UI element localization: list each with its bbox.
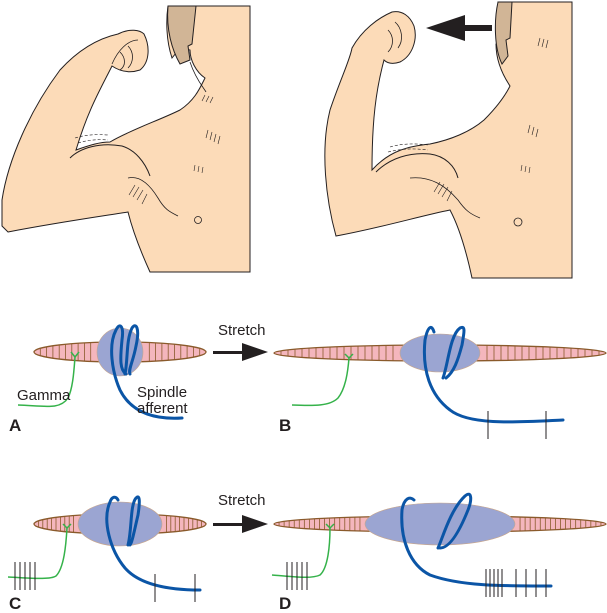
stretch-label: Stretch [218, 492, 266, 509]
spindle-capsule [77, 501, 163, 547]
spindle-afferent-fiber [105, 495, 202, 592]
panel-label: B [279, 416, 291, 435]
biceps-bulge [69, 144, 151, 177]
stretch-arrow-2: Stretch [213, 492, 268, 533]
stretch-label: Stretch [218, 322, 266, 339]
muscle-fiber [273, 333, 607, 373]
arm-illustration-left [1, 5, 251, 273]
pull-arrow-icon [426, 15, 492, 41]
panel-label: C [9, 594, 21, 613]
gamma-label: Gamma [17, 387, 71, 404]
afferent-spike-train [154, 574, 196, 602]
panel-c: C [7, 495, 207, 613]
arrow-head-icon [242, 515, 268, 533]
panel-label: D [279, 594, 291, 613]
hair [167, 5, 197, 65]
gamma-spike-train [14, 562, 36, 590]
gamma-motor-fiber [17, 356, 76, 408]
panel-d: D [271, 492, 607, 613]
gamma-motor-fiber [291, 357, 350, 407]
spindle-afferent-fiber [400, 492, 553, 588]
muscle-fiber [273, 502, 607, 546]
gamma-spike-train [286, 562, 308, 590]
spindle-afferent-fiber [422, 325, 565, 424]
muscle-fiber [33, 501, 207, 547]
afferent-spike-train [485, 569, 547, 597]
spindle-afferent-label-line1: Spindle [137, 384, 187, 401]
afferent-spike-train [487, 411, 547, 439]
gamma-motor-fiber [271, 527, 331, 579]
gamma-motor-fiber [7, 527, 68, 580]
torso [1, 5, 251, 273]
nipple [194, 216, 202, 224]
torso [324, 1, 573, 279]
stretch-arrow-1: Stretch [213, 322, 268, 361]
spindle-capsule [364, 502, 516, 546]
panel-label: A [9, 416, 21, 435]
spindle-afferent-label-line2: afferent [137, 400, 188, 417]
spindle-afferent-fiber [110, 324, 184, 420]
spindle-capsule [399, 333, 481, 373]
arrow-head-icon [242, 343, 268, 361]
panel-a: Gamma Spindle afferent A [9, 324, 207, 435]
nipple [513, 217, 523, 227]
hair [494, 1, 513, 65]
panel-b: B [273, 325, 607, 439]
arm-illustration-right [324, 1, 573, 279]
